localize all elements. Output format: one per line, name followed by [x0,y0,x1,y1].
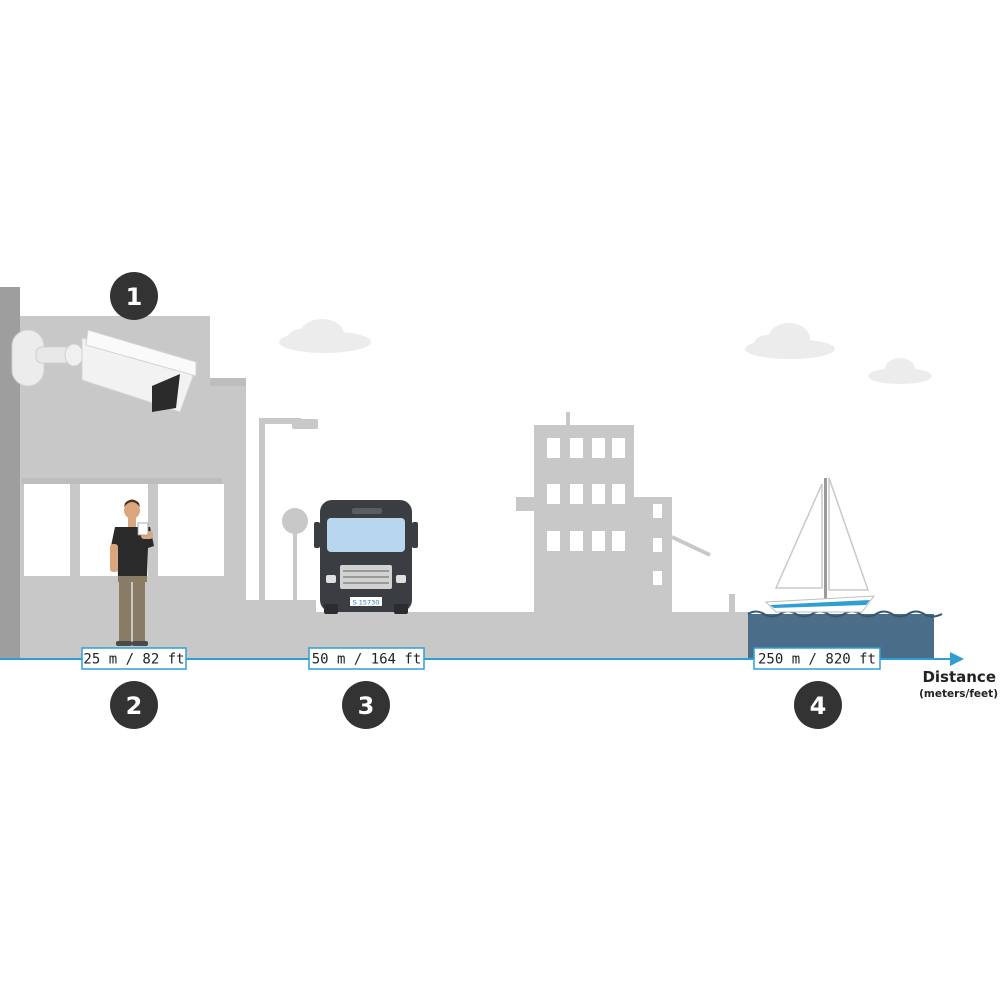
axis-subtitle: (meters/feet) [919,688,998,700]
bus-license-plate: S 15730 [353,599,380,607]
axis-title: Distance [922,668,996,686]
distance-label-50m: 50 m / 164 ft [308,647,425,670]
marker-3: 3 [342,681,390,729]
marker-1: 1 [110,272,158,320]
person [110,499,154,646]
street-sign [282,508,308,612]
street-lamp [259,418,318,612]
marker-4: 4 [794,681,842,729]
cloud-right-1 [745,323,835,359]
distance-label-250m: 250 m / 820 ft [753,647,881,670]
right-building [516,412,735,614]
sailboat [764,477,876,613]
bus: S 15730 [314,500,418,614]
marker-4-number: 4 [810,692,827,720]
axis-arrow-icon [950,652,964,666]
cloud-right-2 [868,358,932,384]
marker-3-number: 3 [358,692,375,720]
distance-text-50m: 50 m / 164 ft [312,652,422,668]
marker-2-number: 2 [126,692,143,720]
distance-text-25m: 25 m / 82 ft [83,652,184,668]
marker-1-number: 1 [126,283,143,311]
bullet-camera [11,329,197,413]
sidewalk-block [246,600,316,612]
distance-text-250m: 250 m / 820 ft [758,652,876,668]
distance-label-25m: 25 m / 82 ft [81,647,187,670]
marker-2: 2 [110,681,158,729]
cloud-left [279,319,371,353]
